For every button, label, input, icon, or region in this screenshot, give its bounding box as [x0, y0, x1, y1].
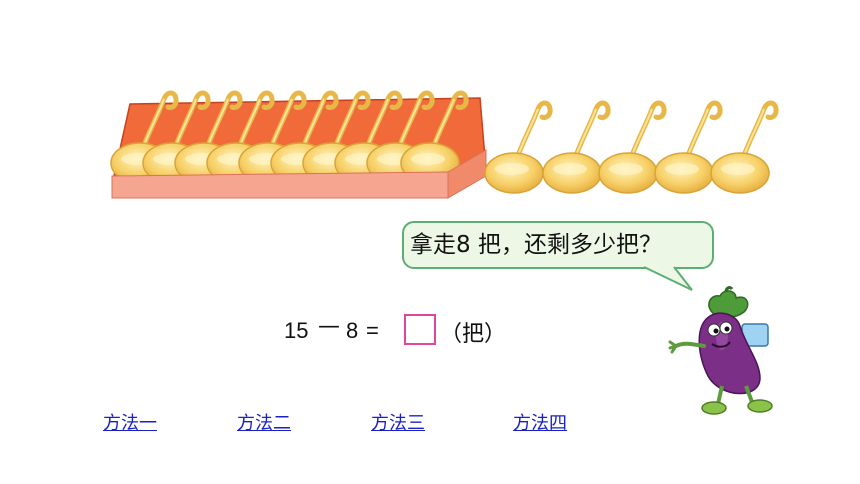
spoons-outside	[485, 103, 776, 193]
equation-subtrahend: 8	[346, 318, 359, 343]
speech-text: 拿走8 把，还剩多少把？	[410, 232, 662, 258]
method-link-1[interactable]: 方法一	[103, 413, 157, 434]
equation-unit: （把）	[440, 322, 507, 347]
spoon-box-front	[111, 149, 487, 199]
answer-box[interactable]	[404, 314, 436, 345]
equation-minuend: 15	[284, 318, 309, 343]
method-link-2[interactable]: 方法二	[237, 413, 291, 434]
spoons-illustration	[0, 0, 860, 199]
eggplant-mascot	[668, 286, 773, 415]
method-link-3[interactable]: 方法三	[371, 413, 425, 434]
speech-bubble	[402, 221, 714, 269]
equation-operator: —	[318, 314, 340, 339]
method-link-4[interactable]: 方法四	[513, 413, 567, 434]
equation-equals: =	[366, 318, 379, 343]
speech-bubble-tail	[643, 266, 693, 291]
